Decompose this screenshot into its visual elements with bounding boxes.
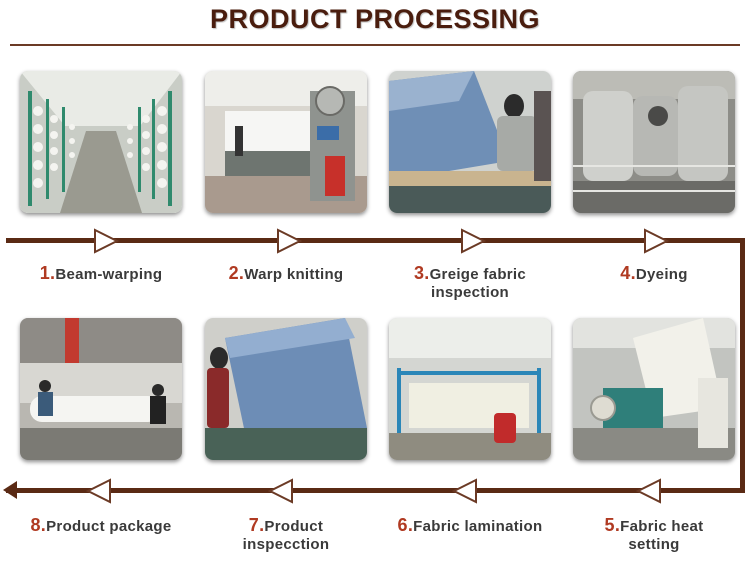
triangle-arrow-icon (636, 478, 661, 504)
triangle-arrow-icon (268, 478, 293, 504)
photo-product-inspection (205, 318, 367, 460)
step-label: 3.Greige fabric inspection (413, 263, 527, 301)
arrowhead-icon (3, 481, 17, 499)
triangle-arrow-icon (461, 228, 486, 254)
photo-dyeing (573, 71, 735, 213)
triangle-arrow-icon (644, 228, 669, 254)
triangle-arrow-icon (452, 478, 477, 504)
page-title: PRODUCT PROCESSING (209, 4, 541, 34)
step-label: 2.Warp knitting (228, 263, 344, 283)
step-label: 1.Beam-warping (39, 263, 163, 283)
step-label: 8.Product package (30, 515, 172, 535)
photo-heat-setting (573, 318, 735, 460)
photo-beam-warping (20, 71, 182, 213)
step-label: 5.Fabric heat setting (604, 515, 704, 553)
title-divider (10, 44, 740, 46)
flow-line-bottom (6, 488, 745, 493)
photo-product-package (20, 318, 182, 460)
flow-line-right (740, 238, 745, 490)
step-label: 4.Dyeing (620, 263, 688, 283)
photo-fabric-lamination (389, 318, 551, 460)
triangle-arrow-icon (94, 228, 119, 254)
step-label: 7.Product inspecction (242, 515, 330, 553)
flow-line-top (6, 238, 745, 243)
step-label: 6.Fabric lamination (397, 515, 543, 535)
photo-greige-inspection (389, 71, 551, 213)
triangle-arrow-icon (86, 478, 111, 504)
photo-warp-knitting (205, 71, 367, 213)
triangle-arrow-icon (277, 228, 302, 254)
